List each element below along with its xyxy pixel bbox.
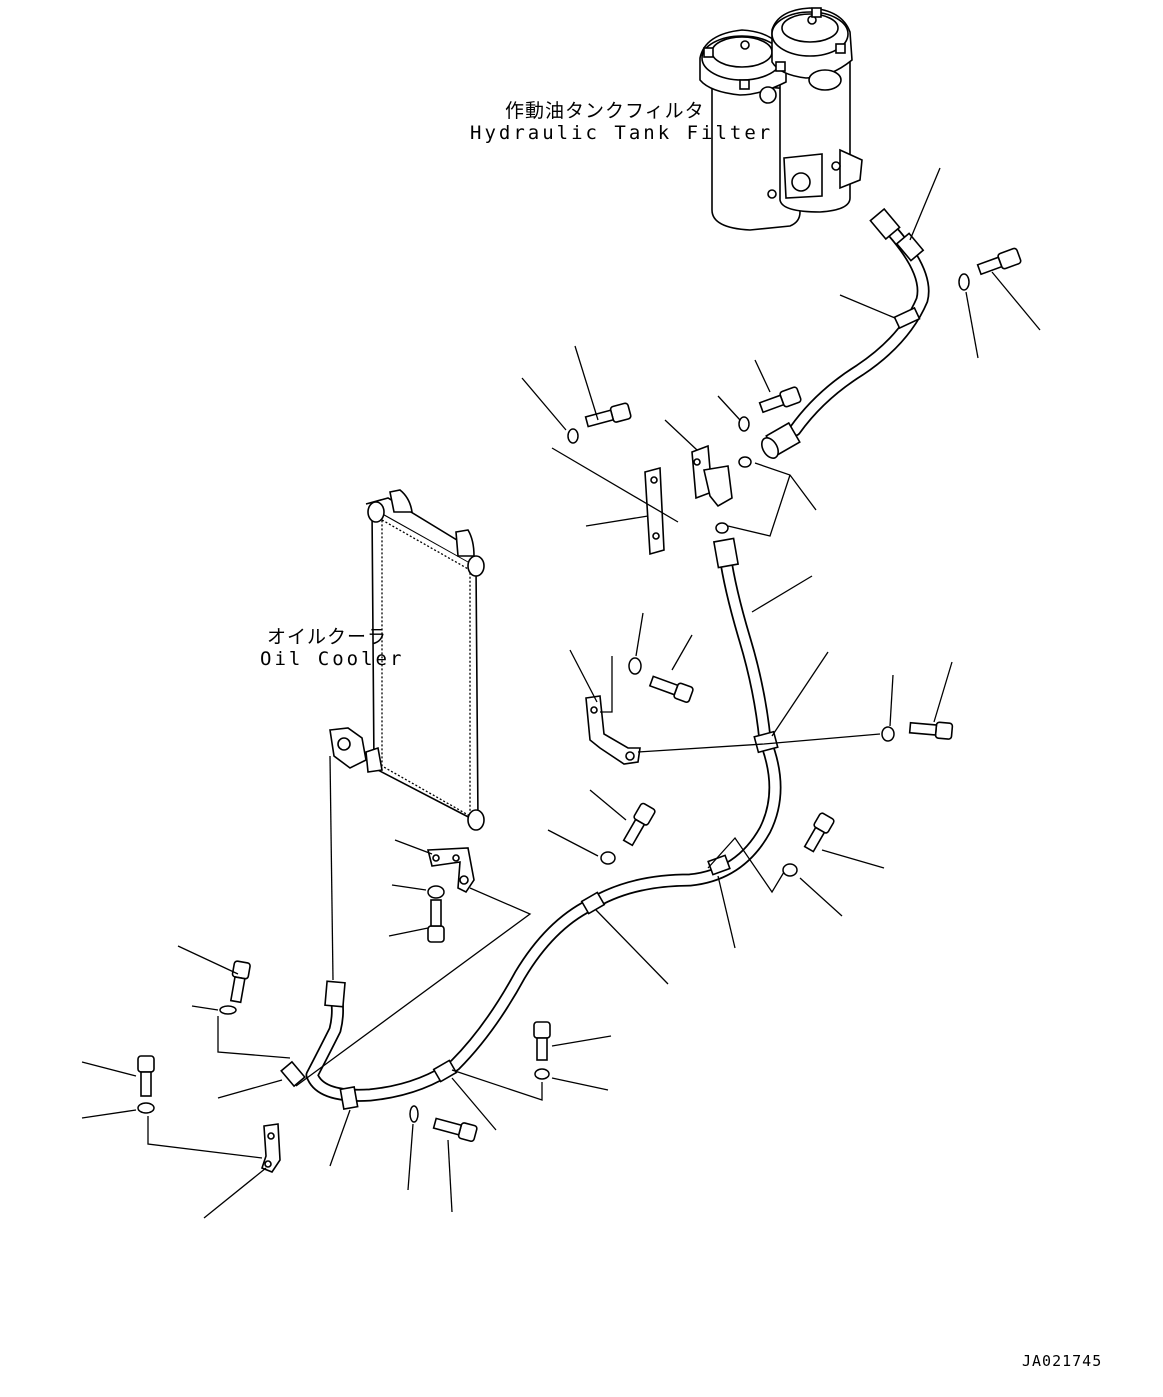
oil-cooler (329, 489, 485, 831)
bolts (137, 247, 1022, 1142)
leader-lines (81, 167, 1041, 1219)
washers (137, 273, 970, 1123)
hose-upper (761, 207, 930, 459)
hydraulic-tank-filter (699, 7, 863, 231)
bracket-lower-center (426, 847, 475, 894)
bracket-upper-left (644, 466, 665, 556)
tank-filter-label-jp: 作動油タンクフィルタ (505, 100, 705, 122)
drawing-code: JA021745 (1022, 1352, 1103, 1370)
bracket-mid (585, 695, 641, 765)
oil-cooler-label-en: Oil Cooler (260, 648, 405, 670)
bracket-upper-right (691, 444, 733, 508)
hose-main (280, 537, 782, 1110)
oil-cooler-label-jp: オイルクーラ (267, 626, 388, 648)
tank-filter-label-en: Hydraulic Tank Filter (470, 122, 774, 144)
bracket-lower-left (261, 1123, 281, 1173)
